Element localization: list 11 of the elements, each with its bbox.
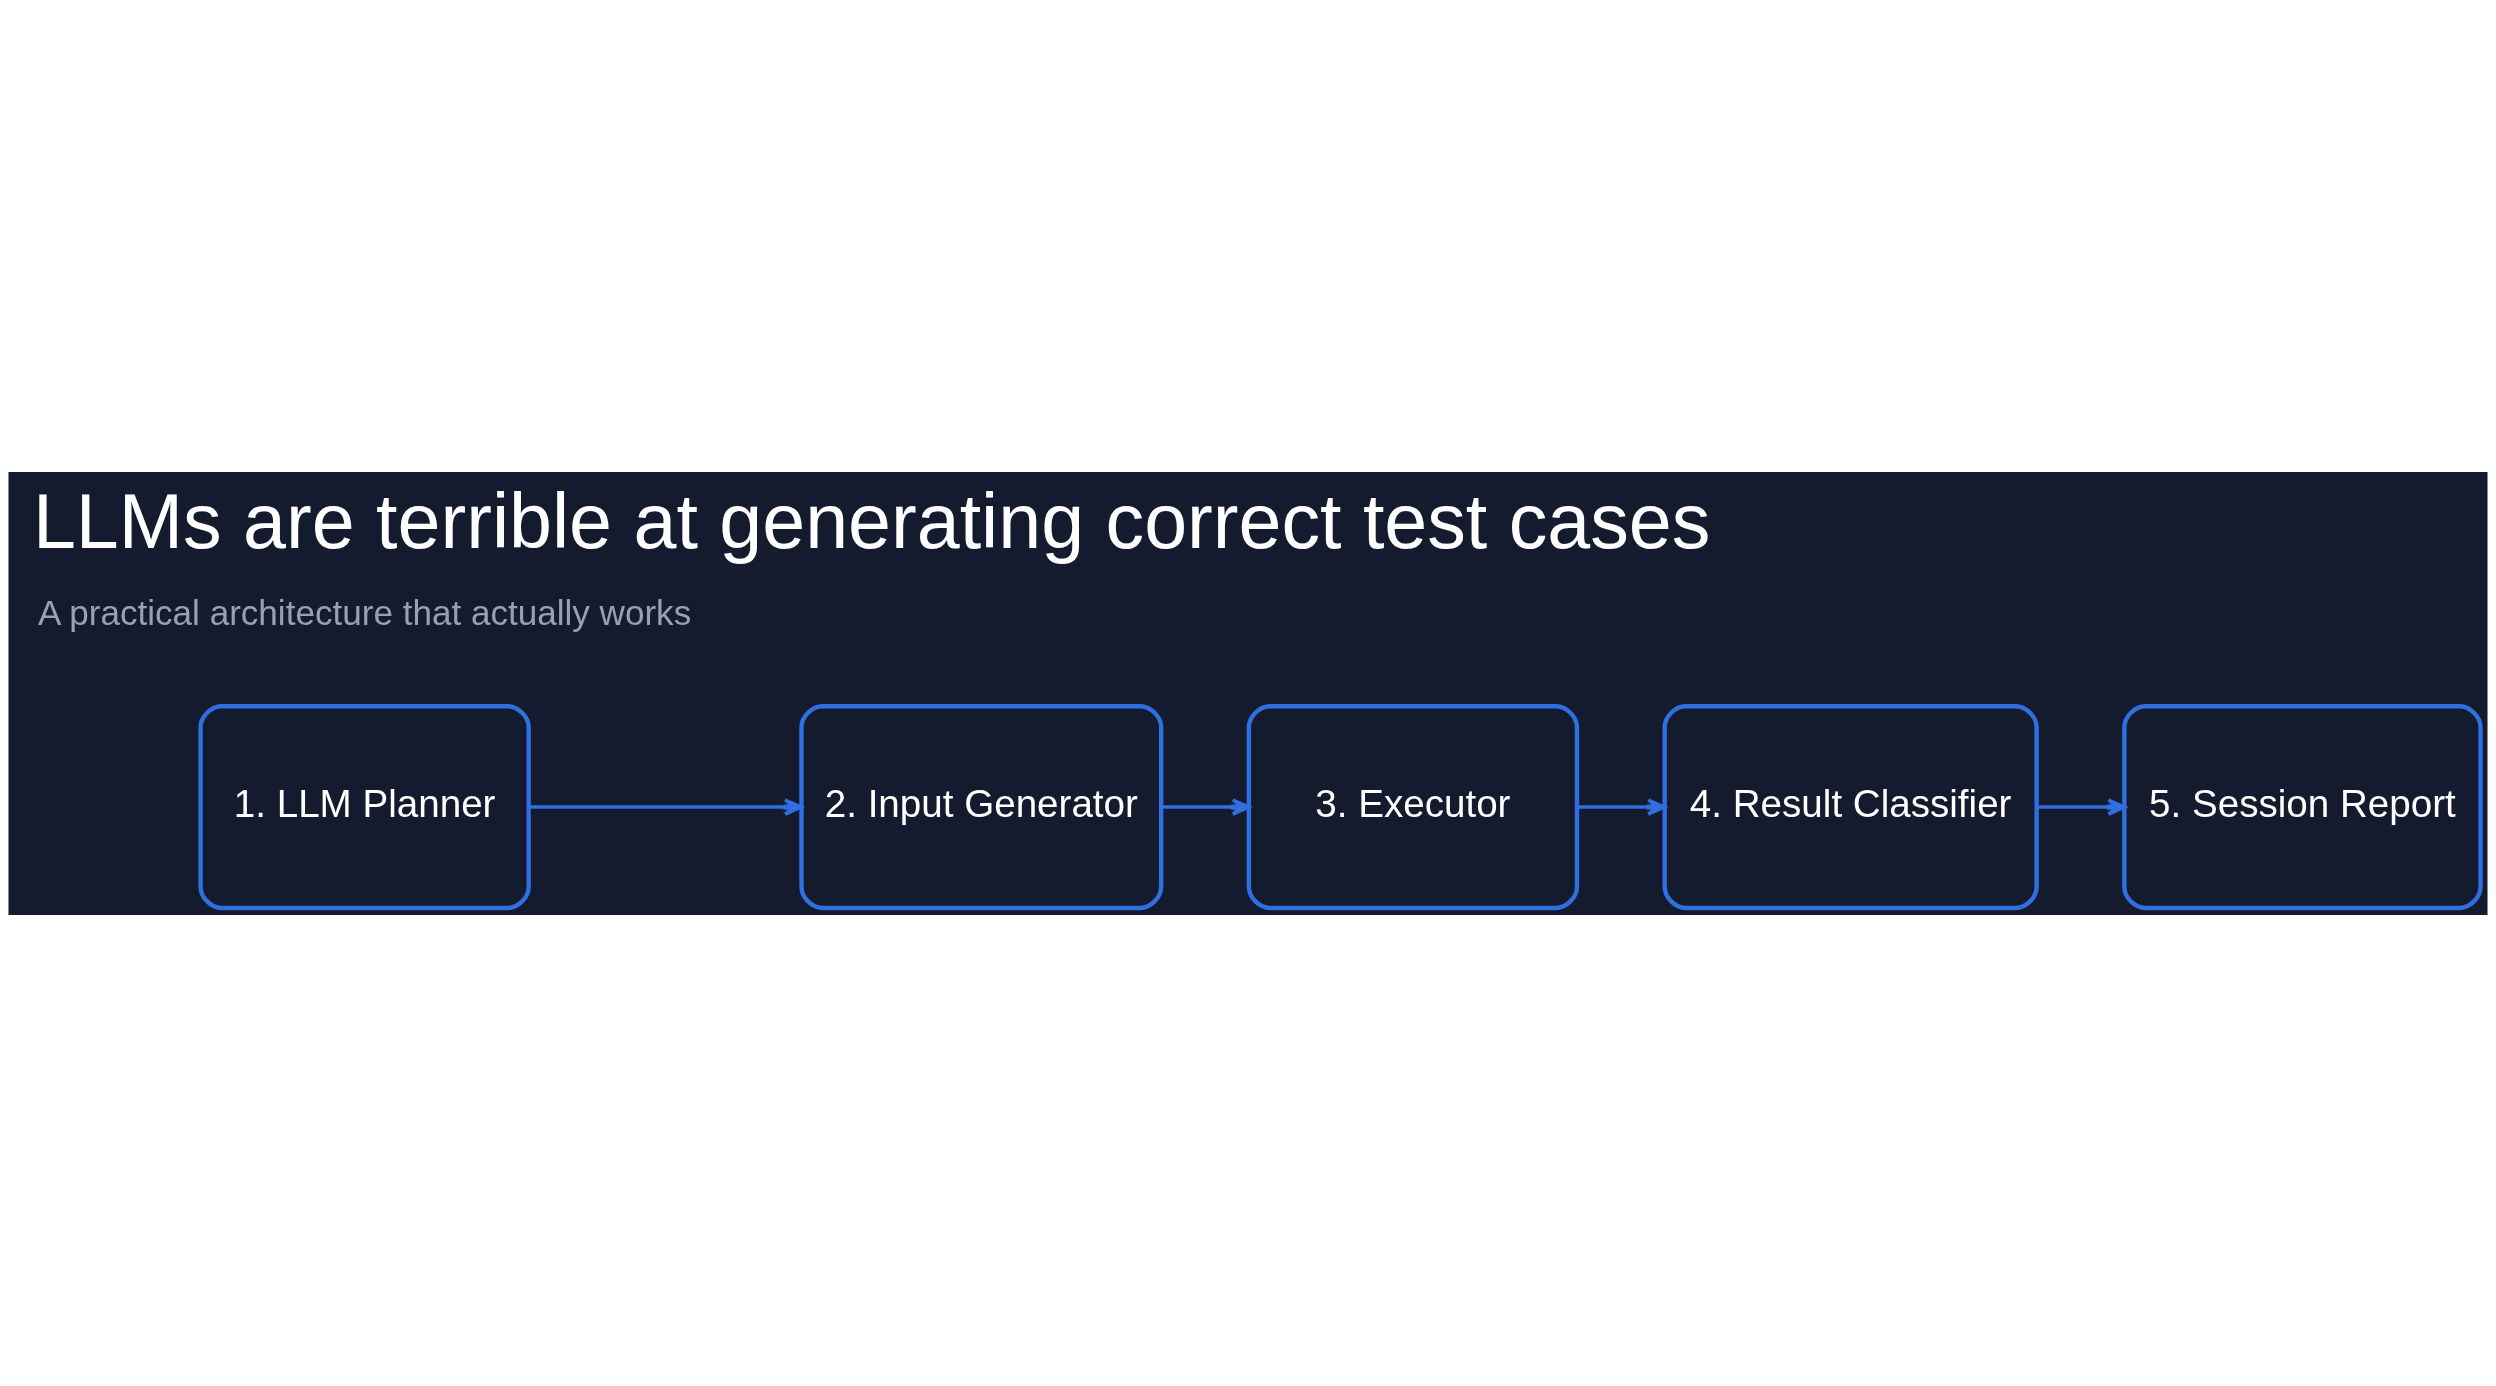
node-box: 4. Result Classifier [1662, 703, 2039, 910]
node-box: 2. Input Generator [799, 703, 1164, 910]
arrow [2036, 797, 2127, 816]
node-box: 1. LLM Planner [198, 703, 531, 910]
diagram-title: LLMs are terrible at generating correct test cases [32, 477, 1711, 564]
arrow [529, 797, 803, 816]
label: A practical architecture that actually works [38, 592, 692, 632]
node-box: 3. Executor [1246, 703, 1580, 910]
arrow [1577, 797, 1666, 816]
node-box: 5. Session Report [2122, 703, 2483, 910]
arrow [1161, 797, 1251, 816]
